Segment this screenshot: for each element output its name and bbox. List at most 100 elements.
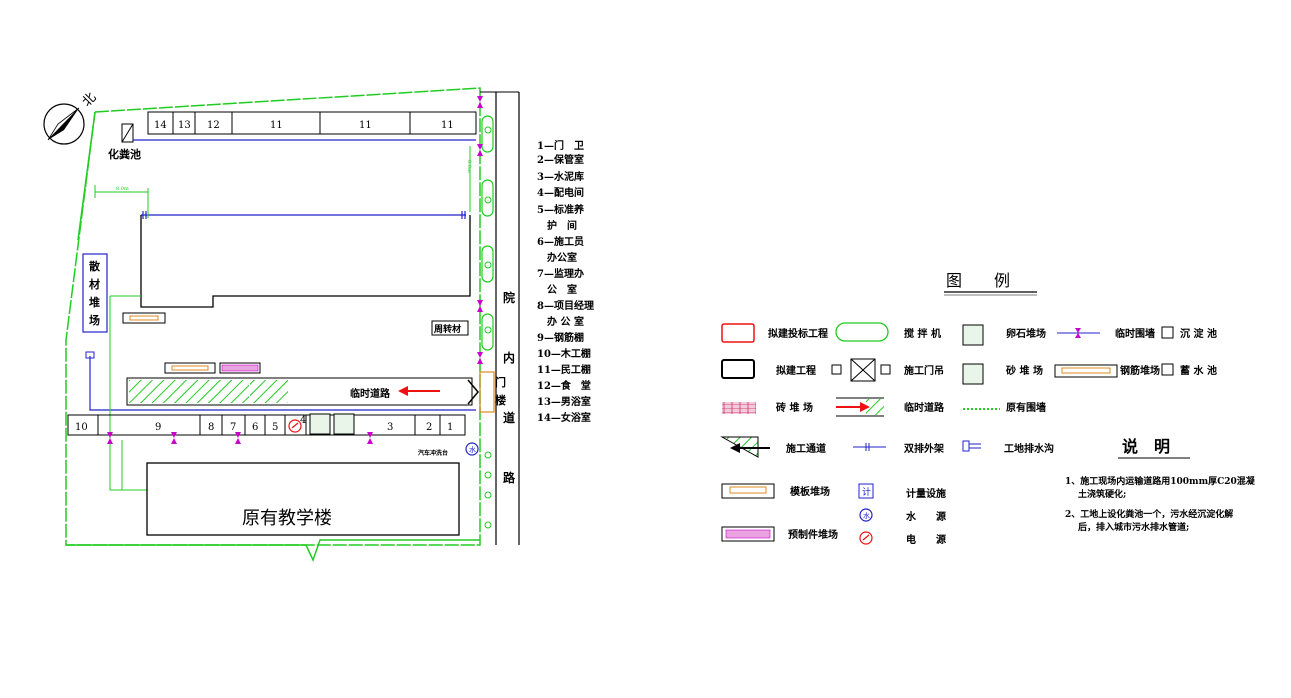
wash-station-label: 汽车冲洗台: [418, 449, 448, 457]
site-plan: 北 院 内 道 路: [43, 87, 520, 562]
scattered-yard-char-1: 散: [89, 259, 101, 273]
precast-yard-symbol: [721, 526, 775, 542]
room-label: 7: [230, 422, 236, 433]
sand-yard-symbol: [962, 363, 984, 385]
room-label: 5: [272, 422, 278, 433]
mixer-icon: [481, 179, 494, 217]
top-rooms: 14 13 12 11 11 11: [147, 111, 477, 135]
legend-label: 拟建工程: [776, 364, 816, 377]
list-item: 办公室: [537, 251, 577, 264]
list-item: 11—民工棚: [537, 363, 591, 376]
proposed-building: [140, 215, 471, 308]
proposed-bid-project-symbol: [721, 323, 755, 343]
metering-symbol: [858, 483, 874, 499]
water-source-icon: [465, 442, 479, 456]
legend-label: 双排外架: [904, 442, 944, 455]
list-item: 14—女浴室: [537, 411, 591, 424]
temp-road-area: [126, 377, 473, 406]
mixer-icon: [481, 115, 494, 153]
legend-title: 图 例: [946, 271, 1010, 290]
scattered-yard-char-3: 堆: [89, 295, 100, 309]
room-label: 13: [178, 120, 191, 131]
room-label: 11: [359, 120, 372, 131]
water-source-symbol: [859, 508, 873, 522]
north-label: 北: [80, 90, 100, 110]
room-label: 3: [387, 422, 393, 433]
drain-bottom: [89, 356, 476, 411]
room-label: 6: [252, 422, 258, 433]
svg-text:计: 计: [862, 486, 871, 498]
facility-list: 1—门 卫 2—保管室 3—水泥库 4—配电间 5—标准养 护 间 6—施工员 …: [537, 139, 594, 424]
dimension-label: 8.0m: [116, 186, 129, 192]
gate-char-2: 楼: [495, 393, 506, 407]
list-item: 公 室: [537, 283, 577, 296]
list-item: 13—男浴室: [537, 395, 591, 408]
turnover-material-label: 周转材: [434, 323, 461, 335]
list-item: 7—监理办: [537, 267, 584, 280]
note-line: 后，排入城市污水排水管道;: [1078, 521, 1189, 533]
room-label: 11: [270, 120, 283, 131]
notes-title: 说 明: [1122, 437, 1170, 456]
temp-road-label: 临时道路: [350, 387, 391, 400]
list-item: 4—配电间: [537, 186, 584, 199]
svg-text:水: 水: [863, 511, 870, 520]
legend-label: 电 源: [906, 533, 946, 546]
gravel-yard: [309, 413, 331, 435]
proposed-project-symbol: [721, 359, 755, 379]
room-label: 12: [207, 120, 220, 131]
legend-label: 水 源: [905, 510, 946, 523]
formwork-yard-symbol: [721, 483, 775, 499]
temp-fence-markers: [107, 96, 483, 444]
room-label: 4: [300, 415, 306, 426]
list-item: 3—水泥库: [537, 170, 584, 183]
mixer-symbol: [835, 322, 889, 342]
list-item: 2—保管室: [537, 153, 584, 166]
scattered-material-yard: [82, 253, 108, 333]
legend-label: 临时围墙: [1115, 327, 1155, 340]
turnover-material-box: [431, 320, 469, 336]
drainage-ditch-symbol: [962, 440, 970, 452]
cistern-symbol: [1161, 363, 1174, 376]
existing-teaching-building: [146, 462, 460, 536]
notes: 说 明 1、施工现场内运输道路用100mm厚C20混凝 土浇筑硬化; 2、工地上…: [1065, 437, 1256, 533]
note-line: 土浇筑硬化;: [1078, 488, 1126, 500]
legend-label: 施工门吊: [904, 364, 944, 377]
legend-label: 砖 堆 场: [776, 401, 813, 414]
legend-label: 工地排水沟: [1004, 442, 1054, 455]
steel-yard-symbol: [1054, 364, 1118, 378]
gravel-yard-symbol: [962, 324, 984, 346]
trees: [484, 126, 492, 529]
formwork-yard: [122, 312, 166, 324]
legend: 图 例 拟建投标工程 搅 拌 机 卵石堆场 临时围墙 沉 淀 池 拟建工程 施工…: [720, 271, 1217, 546]
scaffold-markers: [141, 211, 466, 219]
note-line: 2、工地上设化粪池一个，污水经沉淀化解: [1065, 508, 1233, 520]
dimension-label: 8.0m: [466, 160, 472, 173]
legend-label: 模板堆场: [790, 485, 830, 498]
sand-yard: [333, 413, 355, 435]
street-label-2: 内: [503, 350, 515, 365]
steel-yard: [164, 362, 216, 374]
legend-label: 预制件堆场: [788, 528, 838, 541]
room-label: 11: [441, 120, 454, 131]
room-label: 10: [75, 422, 88, 433]
legend-label: 拟建投标工程: [768, 327, 828, 340]
room-label: 1: [447, 422, 453, 433]
legend-label: 沉 淀 池: [1180, 327, 1217, 340]
bottom-rooms: 10 9 8 7 6 5 4 3 2 1: [67, 414, 466, 436]
construction-gate-symbol: [850, 358, 876, 382]
gate-char-1: 门: [495, 375, 506, 389]
precast-yard: [219, 362, 261, 374]
list-item: 护 间: [537, 219, 577, 232]
compass-ring: [43, 103, 85, 145]
list-item: 6—施工员: [537, 235, 584, 248]
list-item: 10—木工棚: [537, 347, 591, 360]
legend-label: 蓄 水 池: [1180, 364, 1217, 377]
svg-text:水: 水: [469, 445, 476, 454]
street-label-4: 路: [503, 470, 516, 485]
legend-label: 搅 拌 机: [904, 327, 941, 340]
scattered-yard-char-4: 场: [89, 313, 100, 327]
room-label: 14: [154, 120, 167, 131]
room-label: 2: [426, 422, 432, 433]
street-label-3: 道: [503, 410, 515, 425]
